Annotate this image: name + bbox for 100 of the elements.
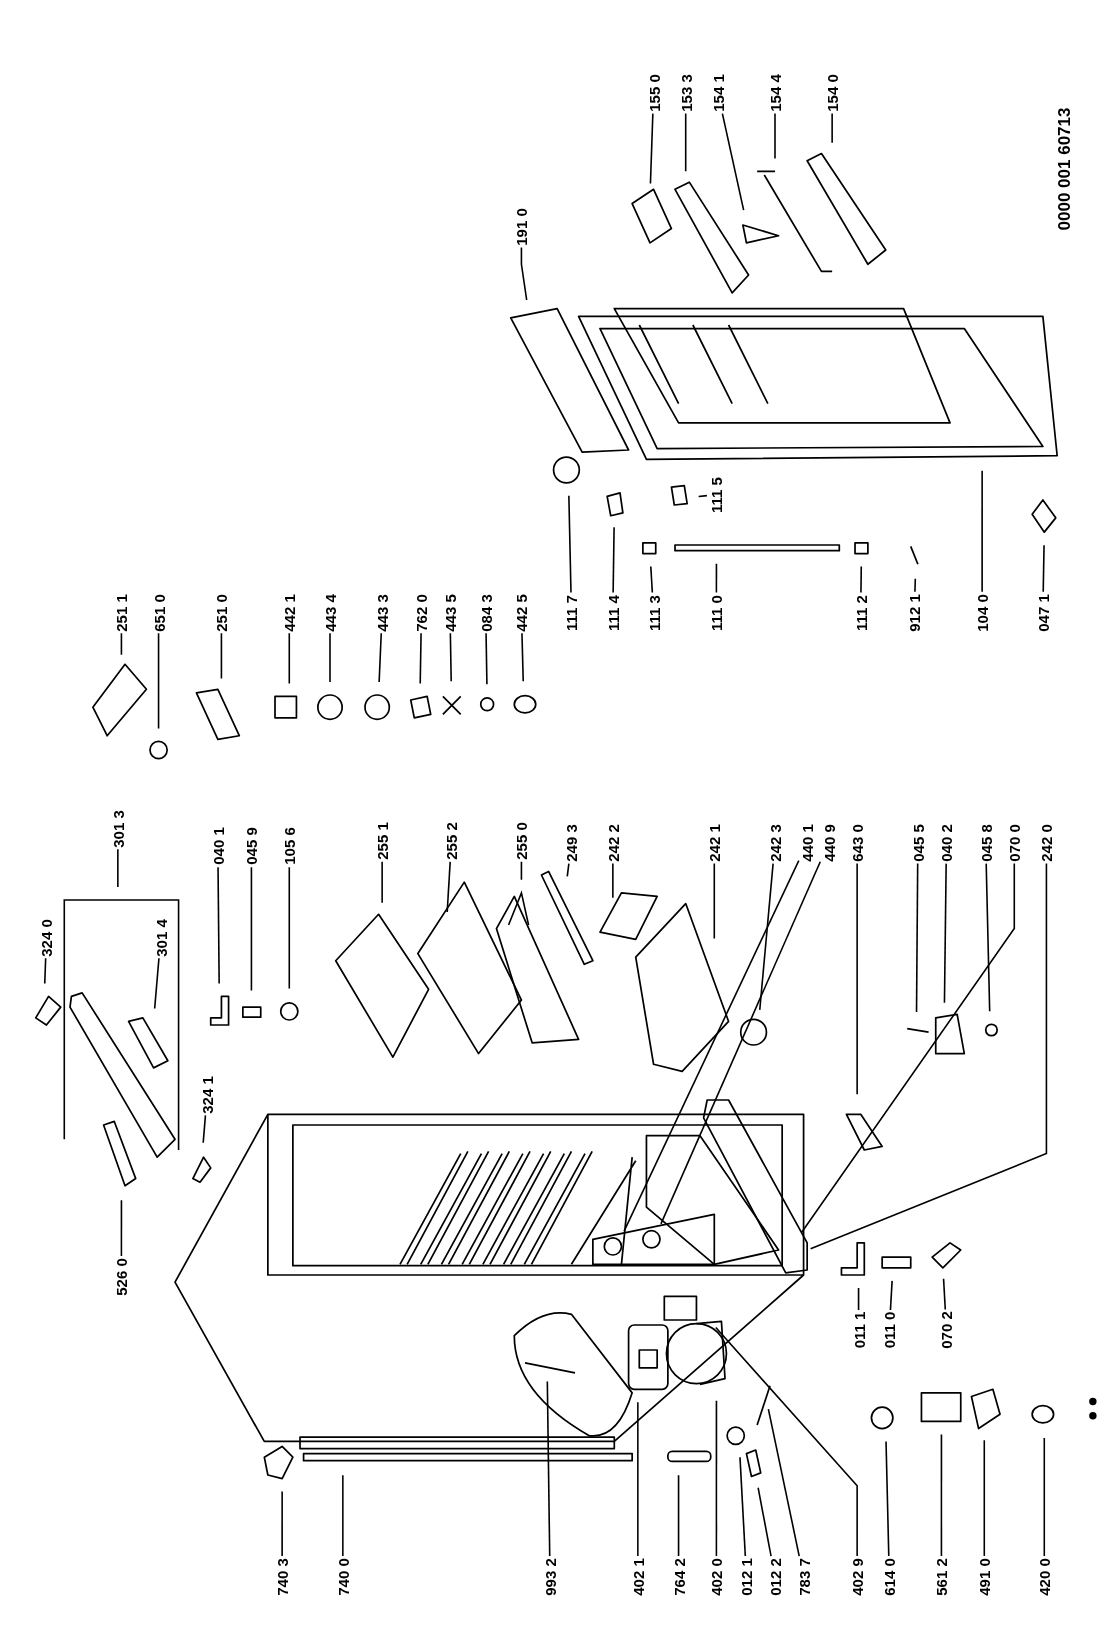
callout-number: 242 0	[1038, 824, 1054, 862]
leader-line	[774, 112, 776, 160]
leader-line	[446, 861, 451, 913]
leader-line	[650, 565, 654, 594]
callout-number: 154 4	[767, 74, 783, 112]
callout-number: 764 2	[671, 1558, 687, 1596]
callout-number: 012 1	[738, 1558, 754, 1596]
leader-line	[381, 861, 383, 904]
callout-number: 993 2	[542, 1558, 558, 1596]
leader-line	[985, 862, 991, 1013]
callout-number: 104 0	[974, 593, 990, 632]
callout-number: 011 1	[851, 1312, 867, 1349]
callout-number: 301 4	[153, 918, 169, 957]
callout-number: 443 3	[374, 593, 390, 632]
leader-line	[217, 866, 220, 985]
callout-number: 249 3	[563, 824, 579, 862]
leader-line	[715, 562, 718, 594]
callout-number: 301 3	[110, 809, 126, 848]
leader-line	[612, 862, 614, 899]
leader-line	[649, 112, 654, 185]
callout-number: 155 0	[646, 74, 662, 112]
leader-line	[546, 1380, 551, 1557]
leader-line	[943, 862, 947, 1004]
callout-number: 443 4	[322, 593, 338, 632]
callout-number: 242 1	[706, 824, 722, 862]
leader-line	[157, 632, 160, 730]
callout-number: 651 0	[151, 593, 167, 632]
callout-number: 191 0	[513, 208, 529, 246]
callout-number: 740 0	[335, 1558, 351, 1596]
leader-line	[677, 1474, 680, 1557]
leader-line	[329, 632, 331, 683]
callout-number: 442 1	[281, 593, 297, 632]
callout-number: 045 9	[243, 827, 259, 866]
callout-number: 045 5	[910, 824, 926, 862]
callout-number: 045 8	[978, 824, 994, 862]
callout-number: 614 0	[881, 1558, 897, 1596]
callout-number: 111 3	[646, 594, 662, 631]
callout-number: 762 0	[413, 593, 429, 632]
leader-line	[288, 632, 291, 685]
leader-line	[660, 860, 822, 1225]
leader-line	[250, 866, 253, 992]
callout-number: 324 1	[199, 1075, 215, 1114]
leader-line	[507, 861, 530, 926]
leader-line	[715, 1400, 718, 1557]
leader-line	[915, 862, 919, 1013]
callout-number: 491 0	[976, 1558, 992, 1596]
leader-line	[942, 1277, 947, 1311]
callout-number: 255 0	[513, 822, 529, 860]
leader-line	[684, 112, 687, 173]
callout-number: 153 3	[678, 74, 694, 112]
leader-line	[202, 1114, 207, 1144]
leader-line	[739, 1456, 747, 1557]
leader-line	[153, 957, 160, 1010]
leader-line	[757, 1486, 772, 1557]
callout-number: 251 1	[113, 593, 129, 632]
callout-number: 783 7	[796, 1558, 812, 1596]
leader-line	[981, 470, 983, 593]
callout-number: 440 9	[821, 824, 837, 862]
callout-number: 111 2	[853, 594, 869, 631]
callout-number: 420 0	[1036, 1558, 1052, 1596]
callout-number: 740 3	[274, 1558, 290, 1596]
leader-line	[43, 957, 47, 985]
callout-number: 442 5	[513, 593, 529, 632]
callout-number: 111 7	[563, 594, 579, 631]
leader-line	[715, 1326, 858, 1557]
leader-line	[697, 494, 708, 498]
callout-number: 154 0	[824, 74, 840, 112]
leader-line	[342, 1474, 344, 1557]
leader-line	[1043, 1437, 1046, 1557]
callout-number: 040 2	[938, 824, 954, 862]
callout-number: 643 0	[849, 824, 865, 862]
callout-number: 402 1	[630, 1558, 646, 1596]
leader-line	[378, 632, 383, 683]
callout-number: 443 5	[442, 593, 458, 632]
callout-number: 526 0	[113, 1258, 129, 1296]
leader-line	[568, 495, 572, 594]
callout-number: 440 1	[799, 824, 815, 862]
leader-line	[63, 848, 180, 1151]
callout-number: 012 2	[767, 1558, 783, 1596]
leader-line	[713, 862, 716, 940]
callout-number: 251 0	[213, 593, 229, 632]
callout-number: 047 1	[1035, 593, 1051, 632]
callout-number: 011 0	[881, 1312, 897, 1349]
leader-line	[940, 1433, 943, 1557]
callout-number: 070 2	[938, 1311, 954, 1350]
callout-number: 242 2	[605, 824, 621, 862]
callout-number: 105 6	[281, 827, 297, 866]
leader-line	[889, 1280, 893, 1311]
leader-line	[566, 862, 570, 878]
callout-number: 242 3	[767, 824, 783, 862]
callout-number: 561 2	[933, 1558, 949, 1596]
callout-number: 070 0	[1006, 824, 1022, 862]
leader-line	[120, 1199, 123, 1257]
leader-line	[637, 1401, 639, 1557]
callout-number: 111 4	[605, 594, 621, 631]
leader-line	[857, 1287, 860, 1311]
leader-line	[520, 246, 528, 301]
leader-line	[831, 112, 833, 144]
callout-number: 084 3	[478, 593, 494, 632]
callout-number: 040 1	[210, 827, 226, 866]
